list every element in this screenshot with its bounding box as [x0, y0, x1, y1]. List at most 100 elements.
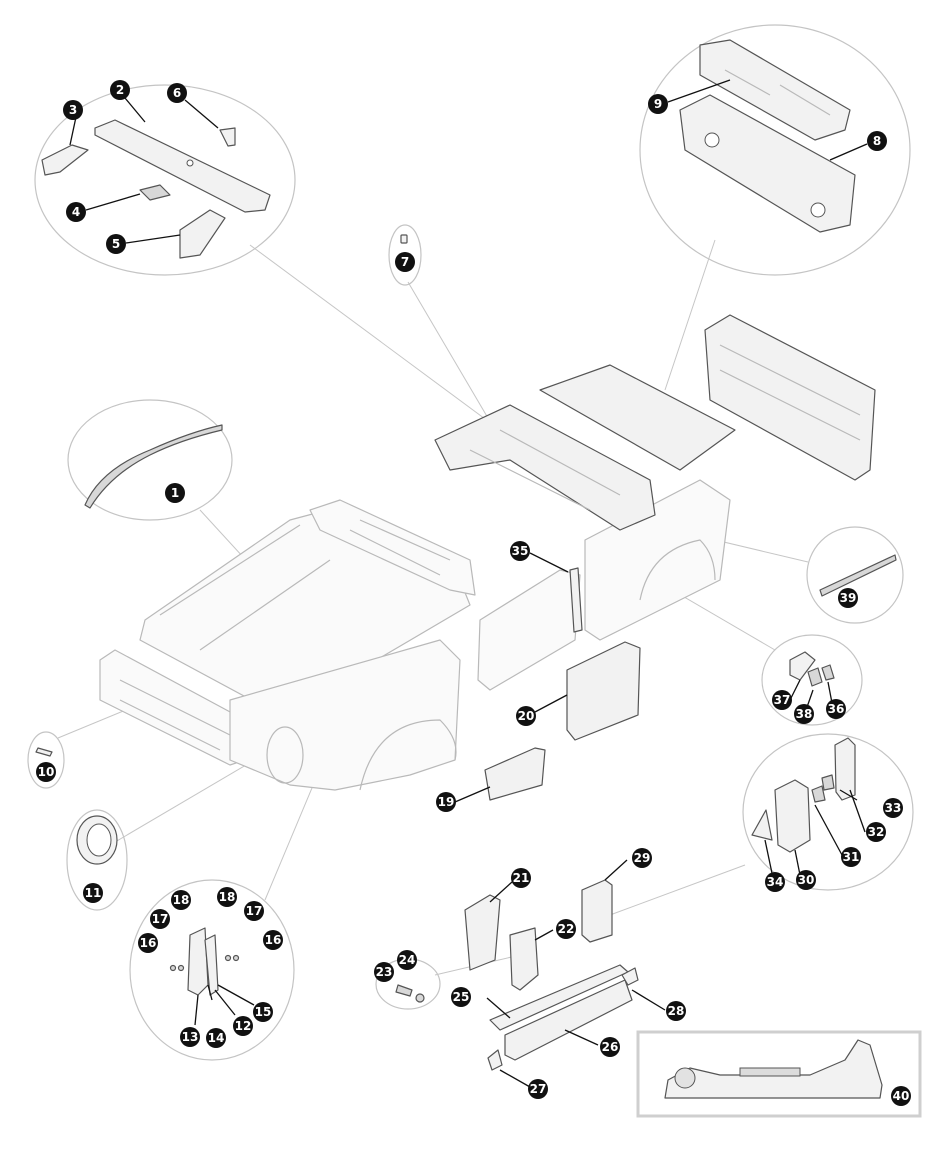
door-skin-outer [566, 641, 641, 741]
callout-circle-seal [67, 399, 233, 521]
badge-label: 35 [512, 544, 529, 558]
badge-label: 36 [828, 702, 845, 716]
badge-5: 5 [106, 234, 126, 254]
badge-2: 2 [110, 80, 130, 100]
door-hinge-post [569, 567, 583, 633]
badge-label: 37 [774, 693, 791, 707]
badge-label: 22 [558, 922, 575, 936]
sill-end-cap-front [487, 1049, 503, 1071]
a-post-panel [464, 894, 501, 971]
badge-label: 31 [843, 850, 860, 864]
badge-label: 10 [38, 765, 55, 779]
callout-circle-hinge [129, 879, 295, 1061]
badge-27: 27 [528, 1079, 548, 1099]
badge-label: 14 [208, 1031, 225, 1045]
rear-deck-crossmember [94, 119, 271, 213]
sill-parts [395, 879, 639, 1071]
badge-35: 35 [510, 541, 530, 561]
badge-label: 23 [376, 965, 393, 979]
badge-31: 31 [841, 847, 861, 867]
badge-9: 9 [648, 94, 668, 114]
badge-37: 37 [772, 690, 792, 710]
badge-label: 30 [798, 873, 815, 887]
badge-label: 18 [173, 893, 190, 907]
badge-label: 16 [265, 933, 282, 947]
badge-label: 7 [401, 255, 409, 269]
trim-clip [35, 747, 53, 757]
badge-label: 11 [85, 886, 102, 900]
badge-17a: 17 [150, 909, 170, 929]
badge-30: 30 [796, 870, 816, 890]
badge-label: 13 [182, 1030, 199, 1044]
small-clip [400, 234, 408, 244]
badge-12: 12 [233, 1016, 253, 1036]
badge-24: 24 [397, 950, 417, 970]
callout-circle-rear-panel [639, 24, 911, 276]
badge-19: 19 [436, 792, 456, 812]
badge-label: 3 [69, 103, 77, 117]
badge-40: 40 [891, 1086, 911, 1106]
badge-1: 1 [165, 483, 185, 503]
rear-pillar-panel [581, 879, 613, 943]
callout-circle-ring [66, 809, 128, 911]
callout-badges: 1 2 3 4 5 6 7 8 9 10 11 12 13 14 15 16 1… [36, 80, 911, 1106]
door-panels [484, 567, 641, 801]
badge-11: 11 [83, 883, 103, 903]
badge-14: 14 [206, 1028, 226, 1048]
badge-label: 16 [140, 936, 157, 950]
badge-label: 29 [634, 851, 651, 865]
badge-33: 33 [883, 798, 903, 818]
pillar-parts [751, 737, 856, 853]
badge-32: 32 [866, 822, 886, 842]
badge-label: 19 [438, 795, 455, 809]
badge-20: 20 [516, 706, 536, 726]
badge-label: 1 [171, 486, 179, 500]
callout-circle-rear-deck [34, 84, 296, 276]
badge-label: 24 [399, 953, 416, 967]
tool-inset [636, 1030, 922, 1118]
fastener-bolt [395, 984, 413, 997]
bracket-parts [789, 651, 835, 687]
badge-7: 7 [395, 252, 415, 272]
badge-label: 27 [530, 1082, 547, 1096]
badge-4: 4 [66, 202, 86, 222]
badge-23: 23 [374, 962, 394, 982]
badge-34: 34 [765, 872, 785, 892]
badge-38: 38 [794, 704, 814, 724]
rear-end-panel [679, 94, 856, 233]
badge-25: 25 [451, 987, 471, 1007]
trim-strip [819, 554, 897, 597]
hinge-parts [169, 927, 240, 996]
pointer-arrows [69, 79, 868, 1088]
badge-label: 38 [796, 707, 813, 721]
badge-label: 18 [219, 890, 236, 904]
badge-label: 5 [112, 237, 120, 251]
badge-8: 8 [867, 131, 887, 151]
badge-label: 9 [654, 97, 662, 111]
fastener-nut [415, 993, 425, 1003]
badge-label: 6 [173, 86, 181, 100]
deck-clip [139, 184, 171, 201]
callout-circle-small-clip [388, 224, 422, 286]
callout-circles [27, 24, 914, 1061]
deck-corner-bracket [41, 144, 89, 176]
badge-29: 29 [632, 848, 652, 868]
outer-sill [504, 979, 633, 1061]
body-shell [99, 479, 731, 791]
badge-18b: 18 [217, 887, 237, 907]
rear-panel-parts [679, 39, 856, 233]
badge-22: 22 [556, 919, 576, 939]
badge-label: 21 [513, 871, 530, 885]
badge-17b: 17 [244, 901, 264, 921]
badge-26: 26 [600, 1037, 620, 1057]
badge-label: 20 [518, 709, 535, 723]
badge-16b: 16 [263, 930, 283, 950]
callout-circle-brackets [761, 634, 863, 726]
badge-16a: 16 [138, 933, 158, 953]
rear-deck-assembly [434, 314, 876, 531]
badge-10: 10 [36, 762, 56, 782]
badge-21: 21 [511, 868, 531, 888]
badge-label: 28 [668, 1004, 685, 1018]
badge-label: 34 [767, 875, 784, 889]
